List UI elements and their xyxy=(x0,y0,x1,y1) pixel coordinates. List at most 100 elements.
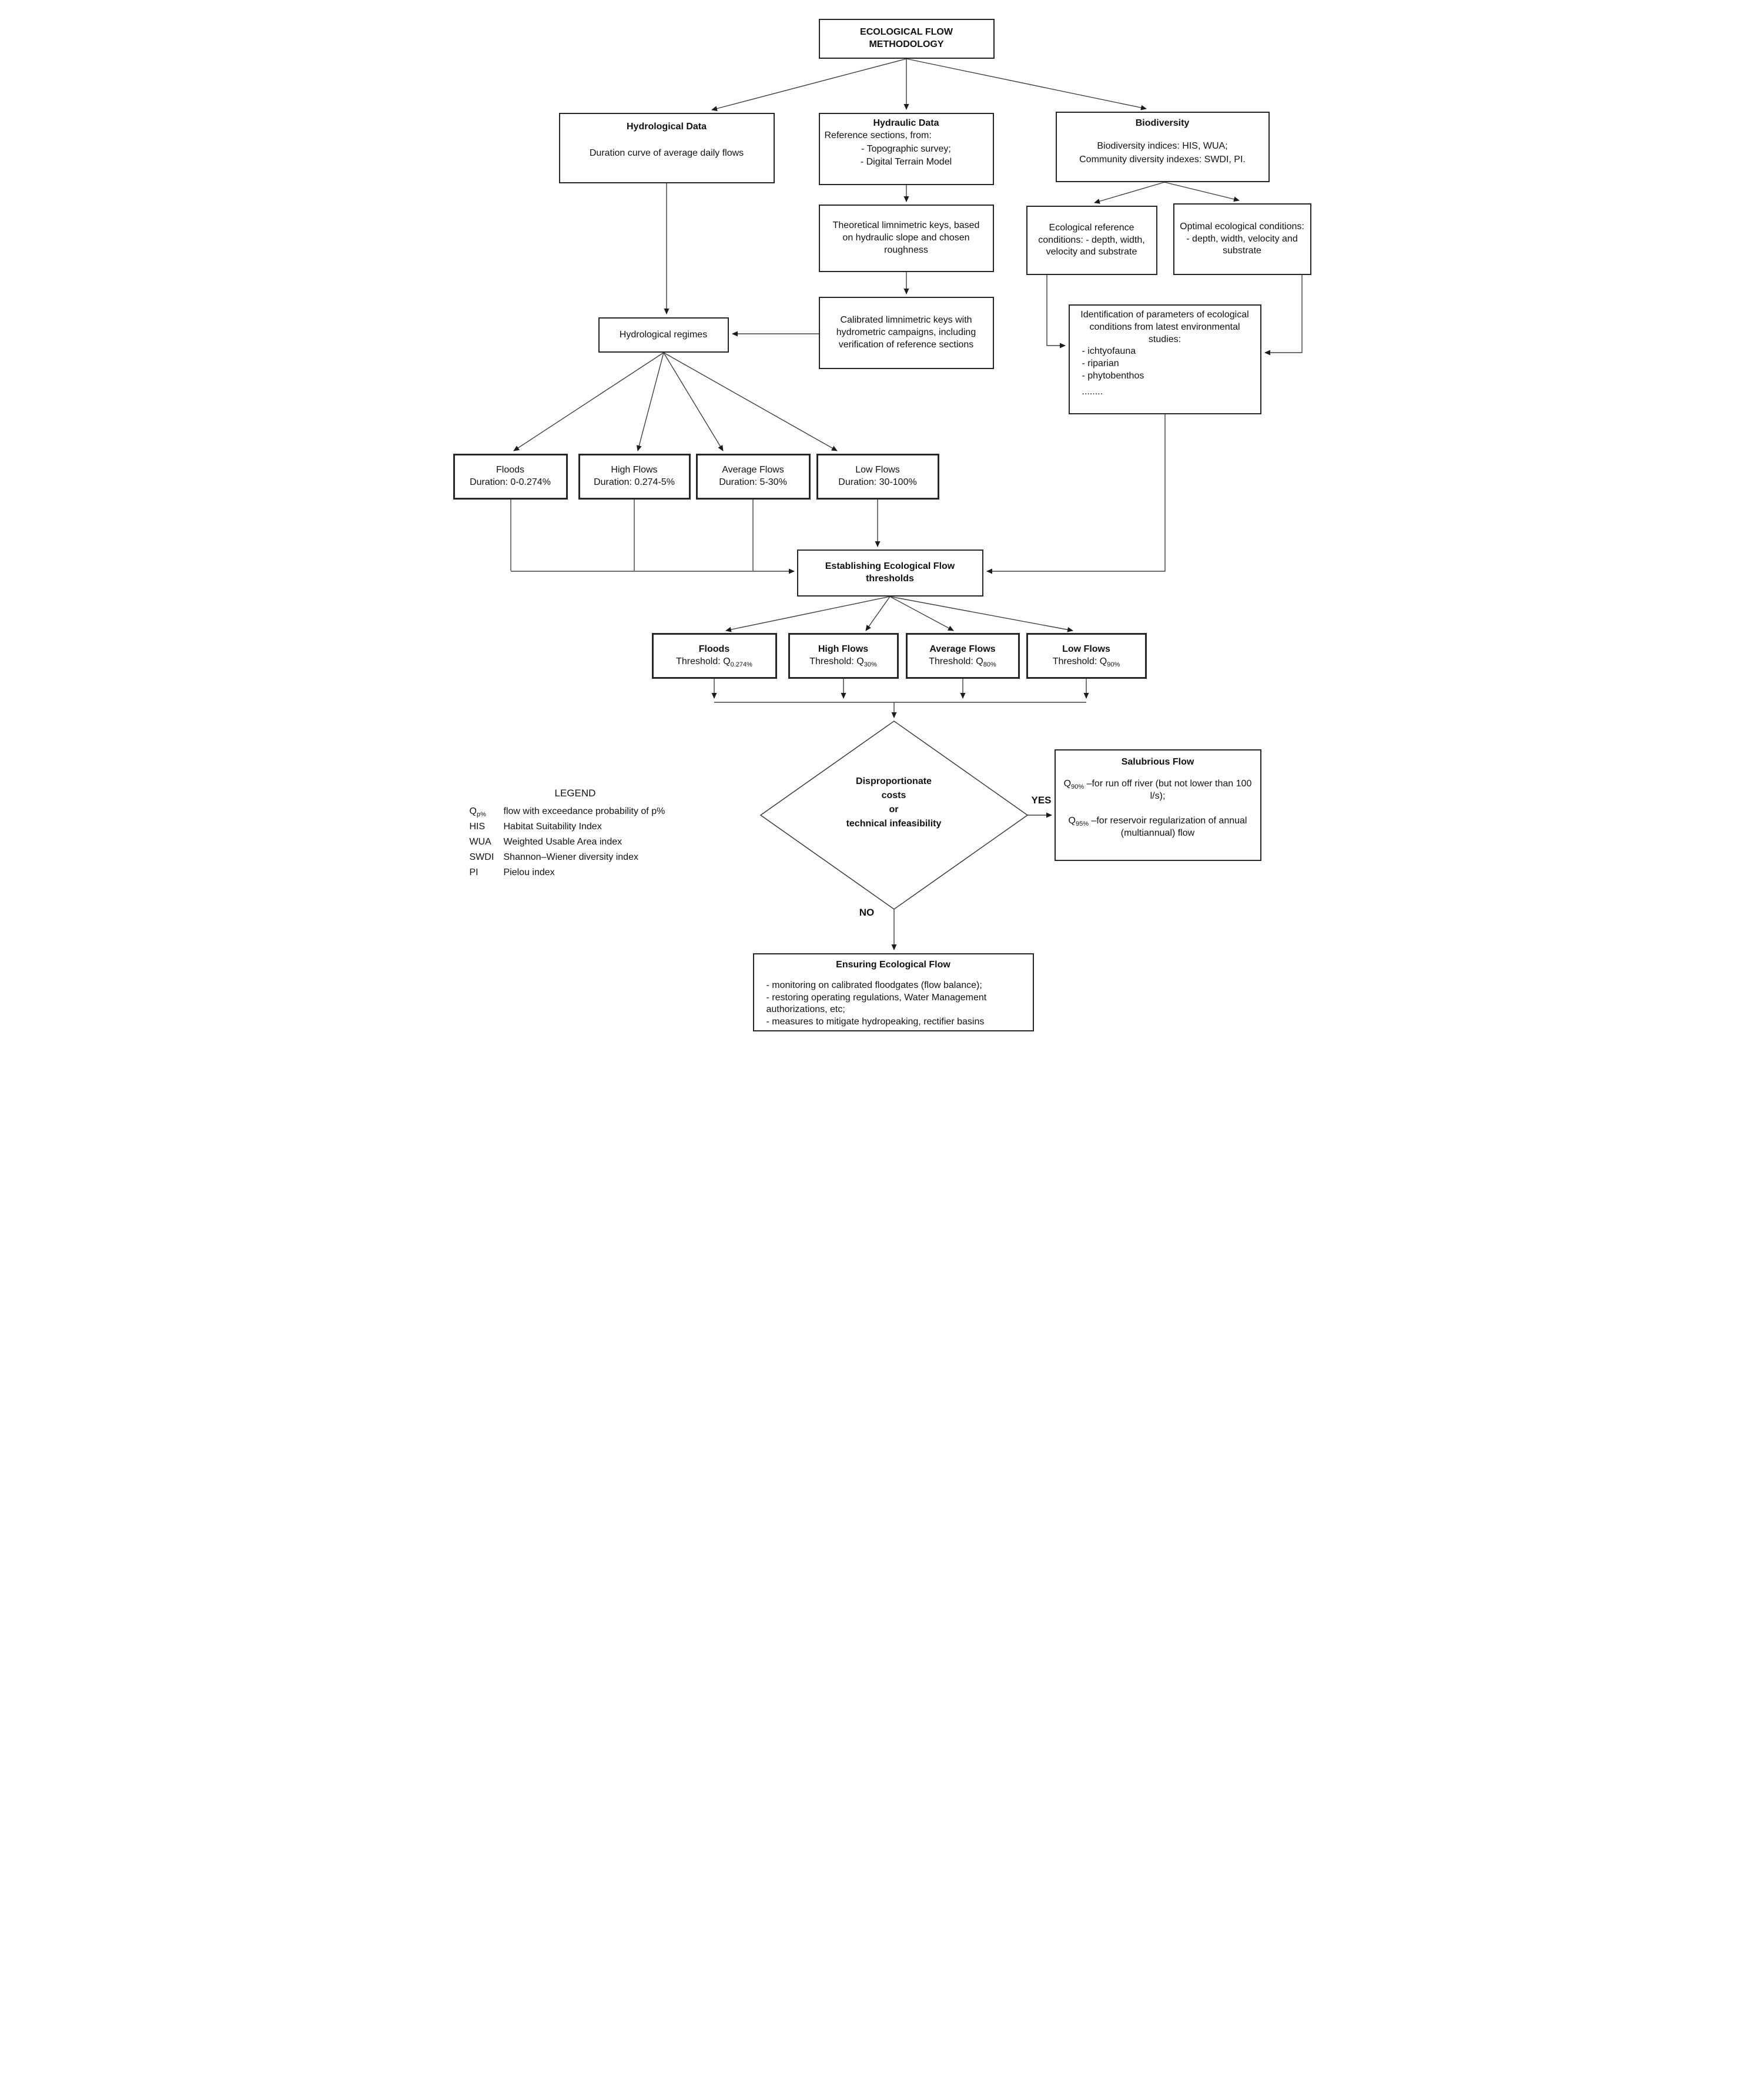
hydraulic-data-title: Hydraulic Data xyxy=(873,118,939,128)
arrow-establishing-to-highthr xyxy=(865,596,891,631)
ensuring-item: - measures to mitigate hydropeaking, rec… xyxy=(766,1017,985,1027)
ensuring-item: - monitoring on calibrated floodgates (f… xyxy=(766,980,982,990)
legend-desc: flow with exceedance probability of p% xyxy=(503,806,665,816)
arrow-regimes-to-floods xyxy=(513,352,664,451)
identification-item: - phytobenthos xyxy=(1082,370,1144,381)
arrow-regimes-to-averageflows xyxy=(662,352,724,451)
arrow-optimal-to-identification xyxy=(1264,275,1303,356)
title-line2: METHODOLOGY xyxy=(869,39,944,49)
connector-lines xyxy=(510,58,1303,950)
calibrated-keys-body: Calibrated limnimetric keys with hydrome… xyxy=(836,315,976,350)
salubrious-box: Salubrious Flow Q90% –for run off river … xyxy=(1054,749,1261,861)
legend-entry: WUA Weighted Usable Area index xyxy=(470,835,722,850)
highflows-duration-box: High Flows Duration: 0.274-5% xyxy=(578,454,691,500)
identification-item: ........ xyxy=(1082,386,1103,397)
floods-threshold-title: Floods xyxy=(698,644,730,655)
theoretical-keys-body: Theoretical limnimetric keys, based on h… xyxy=(832,220,980,255)
salubrious-item2: Q95% –for reservoir regularization of an… xyxy=(1068,816,1247,839)
hydrological-data-body: Duration curve of average daily flows xyxy=(589,148,744,158)
yes-label: YES xyxy=(1031,795,1052,806)
floods-threshold-body: Threshold: Q0.274% xyxy=(676,656,752,669)
ensuring-title: Ensuring Ecological Flow xyxy=(836,960,950,970)
calibrated-keys-box: Calibrated limnimetric keys with hydrome… xyxy=(818,297,994,369)
averageflows-threshold-body: Threshold: Q80% xyxy=(929,656,996,669)
title-line1: ECOLOGICAL FLOW xyxy=(860,27,953,38)
title-box: ECOLOGICAL FLOW METHODOLOGY xyxy=(818,19,995,59)
legend-key: HIS xyxy=(469,822,486,832)
averageflows-duration-title: Average Flows xyxy=(722,465,784,475)
hydrological-data-title: Hydrological Data xyxy=(626,122,707,132)
averageflows-duration-body: Duration: 5-30% xyxy=(719,477,787,487)
arrow-regimes-to-highflows xyxy=(636,352,664,451)
arrow-biodiversity-to-optimal xyxy=(1164,182,1240,202)
arrow-title-to-biodiversity xyxy=(906,58,1147,110)
identification-intro: Identification of parameters of ecologic… xyxy=(1080,310,1249,344)
averageflows-threshold-title: Average Flows xyxy=(929,644,996,655)
identification-item: - ichtyofauna xyxy=(1082,346,1136,357)
highflows-duration-title: High Flows xyxy=(611,465,658,475)
legend: LEGEND Qp% flow with exceedance probabil… xyxy=(470,788,722,880)
establishing-box: Establishing Ecological Flow thresholds xyxy=(796,550,983,597)
hydrological-regimes-box: Hydrological regimes xyxy=(598,317,729,353)
hydraulic-data-item: - Topographic survey; xyxy=(861,143,951,154)
arrow-establishing-to-avgthr xyxy=(889,596,954,631)
lowflows-duration-title: Low Flows xyxy=(855,465,900,475)
legend-entry: HIS Habitat Suitability Index xyxy=(470,819,722,835)
legend-desc: Pielou index xyxy=(503,867,555,877)
legend-key: SWDI xyxy=(469,852,494,862)
floods-threshold-box: Floods Threshold: Q0.274% xyxy=(651,633,777,679)
arrow-title-to-hydrological xyxy=(711,58,906,112)
hydraulic-data-box: Hydraulic Data Reference sections, from:… xyxy=(818,113,994,185)
legend-entry: PI Pielou index xyxy=(470,865,722,880)
arrow-ecoreference-to-identification xyxy=(1046,275,1066,349)
floods-duration-body: Duration: 0-0.274% xyxy=(470,477,551,487)
lowflows-duration-box: Low Flows Duration: 30-100% xyxy=(816,454,939,500)
legend-key: Qp% xyxy=(469,806,486,819)
highflows-threshold-body: Threshold: Q30% xyxy=(809,656,877,669)
identification-item: - riparian xyxy=(1082,358,1119,369)
hydrological-regimes-label: Hydrological regimes xyxy=(619,329,708,340)
averageflows-duration-box: Average Flows Duration: 5-30% xyxy=(695,454,811,500)
legend-title: LEGEND xyxy=(554,788,596,799)
decision-line: costs xyxy=(881,790,906,800)
ensuring-item: - restoring operating regulations, Water… xyxy=(766,992,987,1015)
arrow-identification-to-establishing xyxy=(986,414,1166,574)
legend-desc: Shannon–Wiener diversity index xyxy=(503,852,638,862)
legend-key: WUA xyxy=(469,837,491,847)
floods-duration-box: Floods Duration: 0-0.274% xyxy=(453,454,568,500)
legend-desc: Weighted Usable Area index xyxy=(503,837,622,847)
hydraulic-data-item: - Digital Terrain Model xyxy=(860,157,952,167)
optimal-conditions-box: Optimal ecological conditions: - depth, … xyxy=(1173,203,1311,275)
eco-reference-body: Ecological reference conditions: - depth… xyxy=(1038,222,1145,257)
identification-box: Identification of parameters of ecologic… xyxy=(1068,304,1261,414)
eco-reference-box: Ecological reference conditions: - depth… xyxy=(1026,206,1157,275)
lowflows-duration-body: Duration: 30-100% xyxy=(838,477,917,487)
biodiversity-box: Biodiversity Biodiversity indices: HIS, … xyxy=(1055,112,1270,182)
arrow-regimes-to-lowflows xyxy=(663,352,838,451)
highflows-threshold-box: High Flows Threshold: Q30% xyxy=(788,633,899,679)
lowflows-threshold-box: Low Flows Threshold: Q90% xyxy=(1026,633,1147,679)
arrow-establishing-to-lowthr xyxy=(889,596,1073,632)
decision-text: Disproportionate costs or technical infe… xyxy=(824,775,965,831)
salubrious-title: Salubrious Flow xyxy=(1121,757,1194,767)
biodiversity-title: Biodiversity xyxy=(1135,118,1190,128)
lowflows-threshold-body: Threshold: Q90% xyxy=(1052,656,1120,669)
hydraulic-data-intro: Reference sections, from: xyxy=(824,130,932,140)
salubrious-item1: Q90% –for run off river (but not lower t… xyxy=(1063,778,1252,801)
highflows-duration-body: Duration: 0.274-5% xyxy=(594,477,675,487)
biodiversity-line2: Community diversity indexes: SWDI, PI. xyxy=(1079,154,1246,165)
decision-line: technical infeasibility xyxy=(846,819,942,829)
decision-line: or xyxy=(889,805,899,815)
biodiversity-line1: Biodiversity indices: HIS, WUA; xyxy=(1097,140,1228,151)
theoretical-keys-box: Theoretical limnimetric keys, based on h… xyxy=(818,205,994,272)
optimal-conditions-body: Optimal ecological conditions: - depth, … xyxy=(1180,221,1304,256)
legend-entry: Qp% flow with exceedance probability of … xyxy=(470,804,722,819)
averageflows-threshold-box: Average Flows Threshold: Q80% xyxy=(905,633,1020,679)
decision-line: Disproportionate xyxy=(856,776,932,786)
legend-desc: Habitat Suitability Index xyxy=(503,822,602,832)
floods-duration-title: Floods xyxy=(496,465,525,475)
arrow-establishing-to-floodsthr xyxy=(725,596,890,632)
establishing-label: Establishing Ecological Flow thresholds xyxy=(825,561,955,584)
flowchart-canvas: ECOLOGICAL FLOW METHODOLOGY Hydrological… xyxy=(441,0,1323,1042)
legend-entry: SWDI Shannon–Wiener diversity index xyxy=(470,850,722,865)
